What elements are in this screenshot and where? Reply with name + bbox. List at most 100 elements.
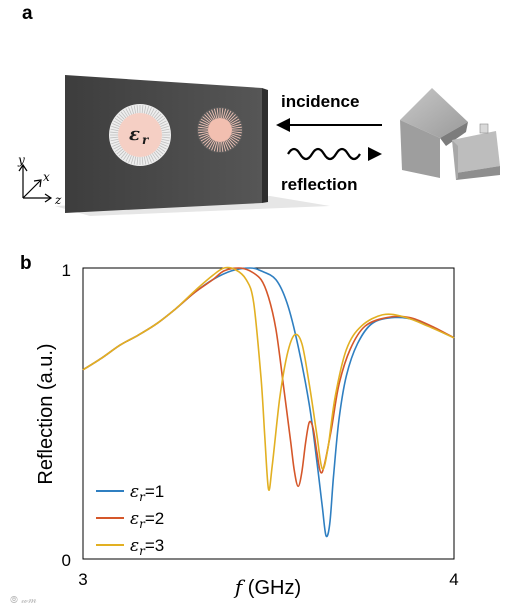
resonator-spoke: [230, 134, 241, 139]
resonator-spoke: [160, 125, 169, 129]
resonator-spoke: [114, 118, 122, 124]
resonator-spoke: [229, 116, 238, 124]
resonator-spoke: [204, 138, 212, 146]
axis-y-label: y: [17, 153, 25, 167]
resonator-spoke: [128, 155, 132, 163]
horn-antenna: [400, 88, 500, 180]
resonator-spoke: [141, 156, 144, 165]
resonator-spoke: [202, 116, 211, 124]
legend: εr=1εr=2εr=3: [96, 482, 164, 558]
resonator-spoke: [118, 113, 125, 120]
axis-z-label: z: [54, 193, 62, 207]
resonator-spoke: [120, 111, 127, 119]
y-axis-label: Reflection (a.u.): [35, 343, 57, 484]
resonator-spoke: [200, 135, 210, 142]
dielectric-resonator: ε r: [109, 104, 171, 166]
series-layer: [82, 266, 455, 538]
x-axis-label: f (GHz): [233, 575, 301, 599]
resonator-spoke: [125, 108, 130, 116]
resonator-spoke: [230, 121, 241, 126]
epsilon-r-subscript: r: [142, 133, 150, 147]
resonator-spoke: [226, 112, 234, 121]
resonator-spoke: [213, 141, 218, 152]
resonator-spoke: [148, 107, 152, 115]
resonator-spoke: [206, 139, 214, 148]
resonator-spoke: [204, 114, 212, 122]
resonator-spoke: [110, 136, 119, 139]
reflection-label: reflection: [281, 175, 358, 194]
resonator-spoke: [143, 156, 147, 165]
resonator-spoke: [211, 140, 216, 151]
resonator-spoke: [136, 105, 139, 114]
resonator-spoke: [225, 110, 232, 120]
resonator-spoke: [110, 131, 119, 134]
panel-b-label: b: [20, 253, 32, 274]
resonator-spoke: [150, 108, 155, 116]
resonator-spoke: [211, 109, 216, 120]
coordinate-axes: [18, 163, 53, 203]
panel-a-illustration: ε r y x z incidence reflection: [17, 75, 500, 216]
resonator-spoke: [155, 113, 162, 120]
resonator-spoke: [111, 125, 120, 129]
legend-label: εr=3: [130, 536, 164, 558]
resonator-spoke: [118, 150, 125, 157]
resonator-spoke: [112, 123, 120, 127]
resonator-spoke: [120, 151, 127, 159]
resonator-spoke: [136, 156, 139, 165]
resonator-spoke: [155, 150, 162, 157]
resonator-spoke: [116, 115, 124, 122]
x-axis-label-unit: (GHz): [242, 577, 301, 599]
resonator-spoke: [111, 141, 120, 145]
resonator-spoke: [143, 105, 147, 114]
reflection-chart: 1 0 3 4 Reflection (a.u.) f (GHz) εr=1εr…: [35, 261, 459, 599]
resonator-spoke: [156, 148, 164, 155]
resonator-spoke: [159, 120, 167, 125]
resonator-spoke: [128, 107, 132, 115]
epsilon-r-label: ε: [129, 124, 140, 145]
resonator-spoke: [153, 111, 160, 119]
resonator-spoke: [112, 143, 120, 147]
resonator-spoke: [199, 121, 210, 126]
resonator-spoke: [151, 109, 157, 117]
resonator-spoke: [151, 153, 157, 161]
x-tick-3: 3: [78, 570, 87, 589]
resonator-spoke: [123, 109, 129, 117]
resonator-spoke: [226, 139, 234, 148]
resonator-spoke: [216, 108, 219, 119]
resonator-spoke: [110, 128, 119, 132]
resonator-spoke: [146, 155, 150, 164]
resonator-spoke: [231, 132, 242, 137]
resonator-spoke: [153, 151, 160, 159]
y-tick-0: 0: [62, 551, 71, 570]
resonator-spoke: [224, 140, 229, 151]
legend-label: εr=1: [130, 482, 164, 504]
resonator-spoke: [125, 154, 130, 162]
resonator-spoke: [198, 123, 209, 128]
resonator-spoke: [114, 146, 122, 152]
resonator-spoke: [199, 134, 210, 139]
series-line-2: [82, 267, 455, 488]
incidence-arrow: [276, 118, 382, 132]
resonator-spoke: [225, 140, 232, 150]
resonator-spoke: [200, 118, 210, 125]
incidence-label: incidence: [281, 92, 359, 111]
resonator-spoke: [222, 141, 227, 152]
resonator-spoke: [231, 131, 242, 134]
panel-a-label: a: [22, 3, 33, 24]
resonator-spoke: [159, 145, 167, 150]
resonator-spoke: [213, 108, 218, 119]
resonator-spoke: [123, 153, 129, 161]
resonator-spoke: [208, 110, 215, 120]
resonator-spoke: [110, 138, 119, 142]
resonator-spoke: [130, 106, 134, 115]
resonator-spoke: [216, 141, 219, 152]
resonator-spoke: [116, 148, 124, 155]
resonator-spoke: [222, 108, 227, 119]
resonator-spoke: [208, 140, 215, 150]
resonator-spoke: [161, 131, 170, 134]
resonator-spoke: [141, 105, 144, 114]
resonator-spoke: [198, 131, 209, 134]
resonator-spoke: [224, 109, 229, 120]
resonator-spoke: [230, 118, 240, 125]
resonator-spoke: [231, 126, 242, 129]
